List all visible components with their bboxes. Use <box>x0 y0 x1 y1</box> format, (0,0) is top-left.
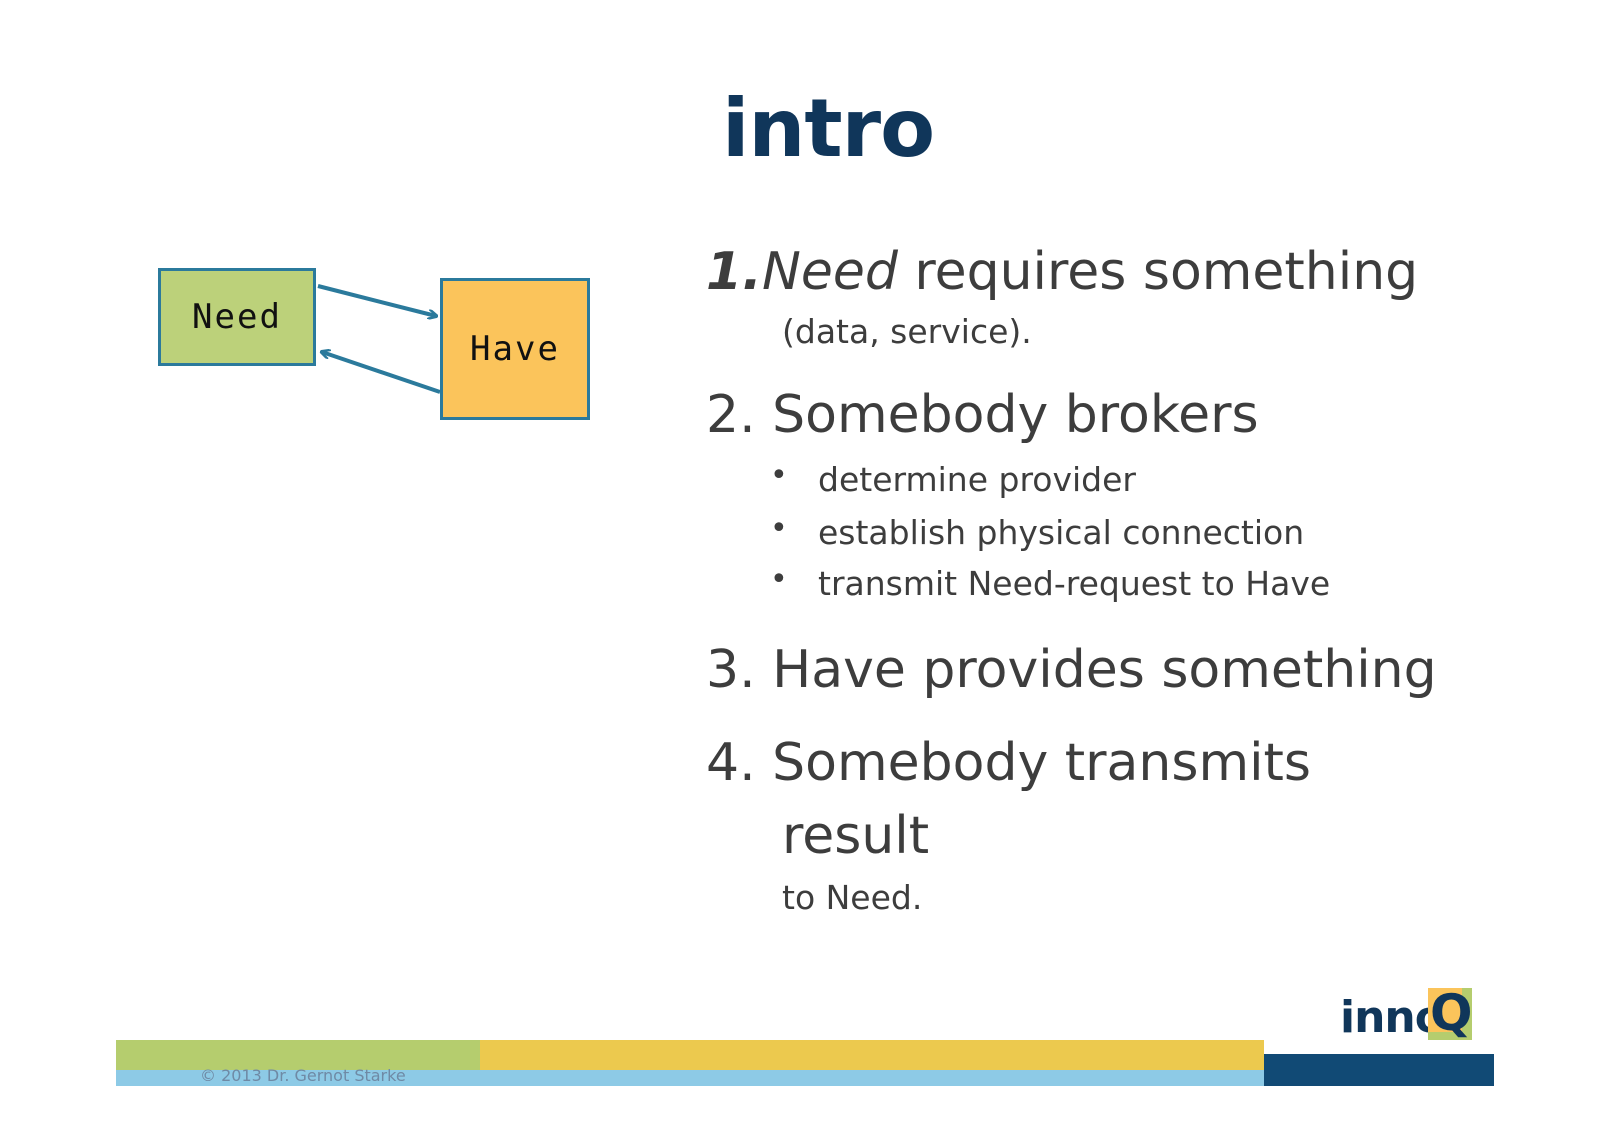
step-1-text: requires something <box>897 242 1419 302</box>
step-3-number: 3. <box>706 640 756 700</box>
bullet-item: • transmit Need-request to Have <box>770 562 1331 603</box>
logo-text: inno <box>1340 992 1445 1043</box>
bullet-text: establish physical connection <box>818 513 1305 552</box>
need-box-label: Need <box>192 297 282 337</box>
step-1-emphasis: Need <box>761 242 898 302</box>
bullet-text: determine provider <box>818 460 1136 499</box>
bullet-item: • establish physical connection <box>770 511 1305 552</box>
step-1-sub: (data, service). <box>782 312 1032 351</box>
bullet-dot-icon: • <box>770 458 788 493</box>
footer-bar-green <box>116 1040 480 1070</box>
footer-bar-navy <box>1264 1054 1494 1086</box>
slide-title: intro <box>722 82 935 175</box>
bullet-item: • determine provider <box>770 458 1136 499</box>
footer-bar-blue <box>116 1070 1264 1086</box>
step-2: 2. Somebody brokers <box>706 385 1259 445</box>
arrow-need-to-have <box>317 284 436 316</box>
step-4-text-continued: result <box>782 806 930 866</box>
step-2-text: Somebody brokers <box>772 385 1259 445</box>
have-box: Have <box>440 278 590 420</box>
diagram-arrows <box>317 284 441 394</box>
step-4-number: 4. <box>706 733 756 793</box>
logo-q-letter: Q <box>1430 988 1472 1040</box>
step-4: 4. Somebody transmits <box>706 733 1311 793</box>
step-4-text: Somebody transmits <box>772 733 1312 793</box>
bullet-dot-icon: • <box>770 562 788 597</box>
need-box: Need <box>158 268 316 366</box>
step-2-number: 2. <box>706 385 756 445</box>
have-box-label: Have <box>470 329 560 369</box>
bullet-dot-icon: • <box>770 511 788 546</box>
step-1-number: 1. <box>706 242 762 302</box>
innoq-logo: inno Q <box>1340 988 1472 1043</box>
footer-bar-yellow <box>480 1040 1264 1070</box>
bullet-text: transmit Need-request to Have <box>818 564 1331 603</box>
logo-q-badge: Q <box>1428 988 1472 1040</box>
step-1: 1.Need requires something <box>706 242 1418 302</box>
step-4-sub: to Need. <box>782 878 923 917</box>
step-3-text: Have provides something <box>772 640 1437 700</box>
arrow-have-to-need <box>322 352 441 394</box>
step-3: 3. Have provides something <box>706 640 1437 700</box>
copyright-text: © 2013 Dr. Gernot Starke <box>200 1066 406 1085</box>
need-have-diagram: Need Have <box>0 0 700 500</box>
